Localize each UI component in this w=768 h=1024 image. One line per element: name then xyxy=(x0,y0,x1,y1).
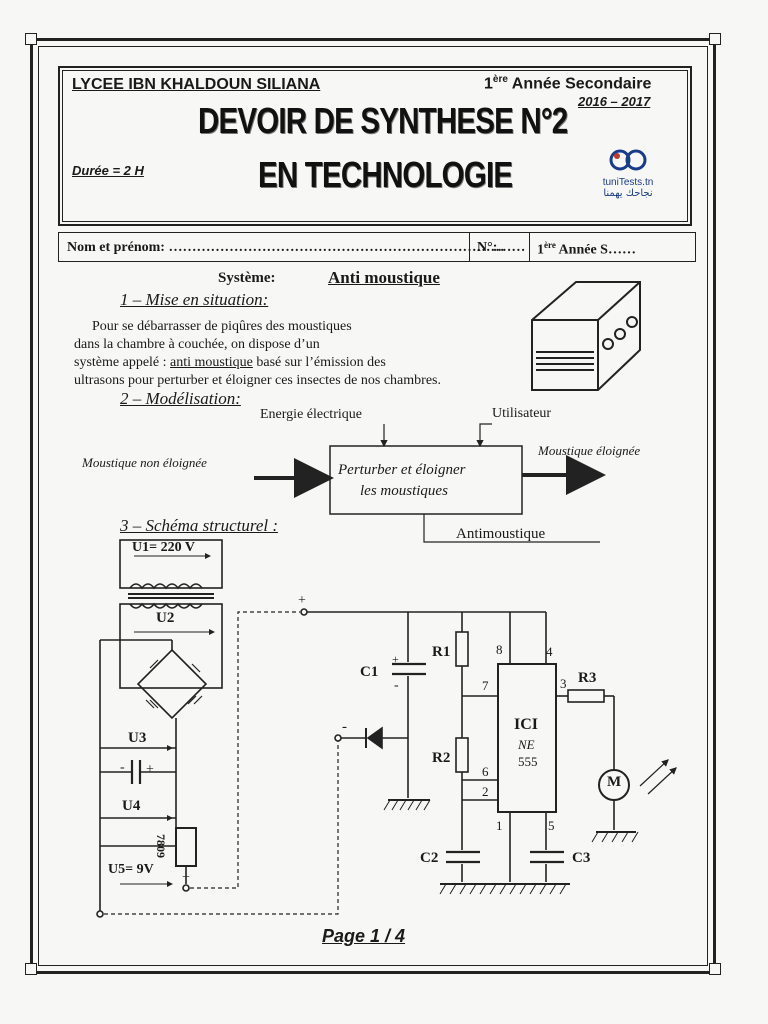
logo-icon xyxy=(609,149,647,171)
negative-terminal-label: - xyxy=(342,719,347,735)
c1-minus-label: - xyxy=(394,678,399,693)
u1-label: U1= 220 V xyxy=(132,540,195,555)
page-border-inner xyxy=(38,46,708,966)
exam-title: DEVOIR DE SYNTHESE N°2 xyxy=(198,100,568,141)
school-name: LYCEE IBN KHALDOUN SILIANA xyxy=(72,76,321,93)
corner-ornament xyxy=(709,963,721,975)
student-number-field[interactable]: N°:…… xyxy=(477,240,526,255)
logo-text: tuniTests.tn xyxy=(602,177,654,188)
tunitests-logo: tuniTests.tn نجاحك يهمنا xyxy=(588,148,668,208)
exam-duration: Durée = 2 H xyxy=(72,163,144,178)
r2-label: R2 xyxy=(432,750,451,766)
school-year: 2016 – 2017 xyxy=(578,94,651,109)
divider xyxy=(529,233,530,261)
system-label: Système: xyxy=(218,270,276,286)
ic-pin: 8 xyxy=(496,642,503,657)
section-1-title: 1 – Mise en situation: xyxy=(120,290,269,309)
section-3-title: 3 – Schéma structurel : xyxy=(120,516,279,535)
user-label: Utilisateur xyxy=(492,406,552,421)
u3-label: U3 xyxy=(128,730,147,746)
header-box-inner xyxy=(62,70,688,222)
r3-label: R3 xyxy=(578,670,597,686)
class-level: 1ère Année Secondaire xyxy=(484,74,652,93)
u5-label: U5= 9V xyxy=(108,862,154,877)
paragraph-line: Pour se débarrasser de piqûres des moust… xyxy=(92,319,352,334)
support-label: Antimoustique xyxy=(456,526,546,542)
r1-label: R1 xyxy=(432,644,451,660)
student-info-bar: Nom et prénom: ……………………………………………………………… … xyxy=(58,232,696,262)
student-name-field[interactable]: Nom et prénom: ……………………………………………………………… xyxy=(67,240,505,255)
ic-pin: 7 xyxy=(482,678,489,693)
energy-input-label: Energie électrique xyxy=(260,407,362,422)
ic-pin: 6 xyxy=(482,764,489,779)
function-text: les moustiques xyxy=(360,483,448,499)
student-class-field[interactable]: 1ère Année S…… xyxy=(537,240,636,258)
logo-arabic-text: نجاحك يهمنا xyxy=(603,188,653,199)
ic-pin: 4 xyxy=(546,644,553,659)
corner-ornament xyxy=(25,33,37,45)
c1-plus-label: + xyxy=(392,652,399,666)
c1-label: C1 xyxy=(360,664,379,680)
page-number: Page 1 / 4 xyxy=(322,926,406,946)
circuit-schematic xyxy=(96,539,677,918)
cap-plus-label: + xyxy=(146,762,154,777)
paragraph-line: système appelé : anti moustique basé sur… xyxy=(74,355,386,370)
u4-label: U4 xyxy=(122,798,141,814)
page-border-outer xyxy=(30,38,716,974)
exam-subject: EN TECHNOLOGIE xyxy=(258,154,513,195)
ic-model: 555 xyxy=(518,754,538,769)
corner-ornament xyxy=(25,963,37,975)
function-text: Perturber et éloigner xyxy=(338,462,466,478)
paragraph-line: ultrasons pour perturber et éloigner ces… xyxy=(74,373,441,388)
system-name: Anti moustique xyxy=(328,268,440,287)
ic-pin: 3 xyxy=(560,676,567,691)
ic-pin: 1 xyxy=(496,818,503,833)
ic-pin: 5 xyxy=(548,818,555,833)
device-illustration xyxy=(531,281,641,391)
ic-label: ICI xyxy=(514,716,539,733)
c2-label: C2 xyxy=(420,850,439,866)
positive-terminal-label: + xyxy=(298,593,306,608)
section-2-title: 2 – Modélisation: xyxy=(120,389,241,408)
header-box xyxy=(58,66,692,226)
function-block xyxy=(254,423,606,543)
divider xyxy=(469,233,470,261)
output-material-label: Moustique éloignée xyxy=(538,443,641,458)
paragraph-line: dans la chambre à couchée, on dispose d’… xyxy=(74,337,320,352)
corner-ornament xyxy=(709,33,721,45)
ic-family: NE xyxy=(518,737,535,752)
motor-label: M xyxy=(607,774,622,790)
c3-label: C3 xyxy=(572,850,591,866)
cap-minus-label: - xyxy=(120,760,125,775)
input-material-label: Moustique non éloignée xyxy=(82,455,207,470)
ic-pin: 2 xyxy=(482,784,489,799)
u2-label: U2 xyxy=(156,610,175,626)
